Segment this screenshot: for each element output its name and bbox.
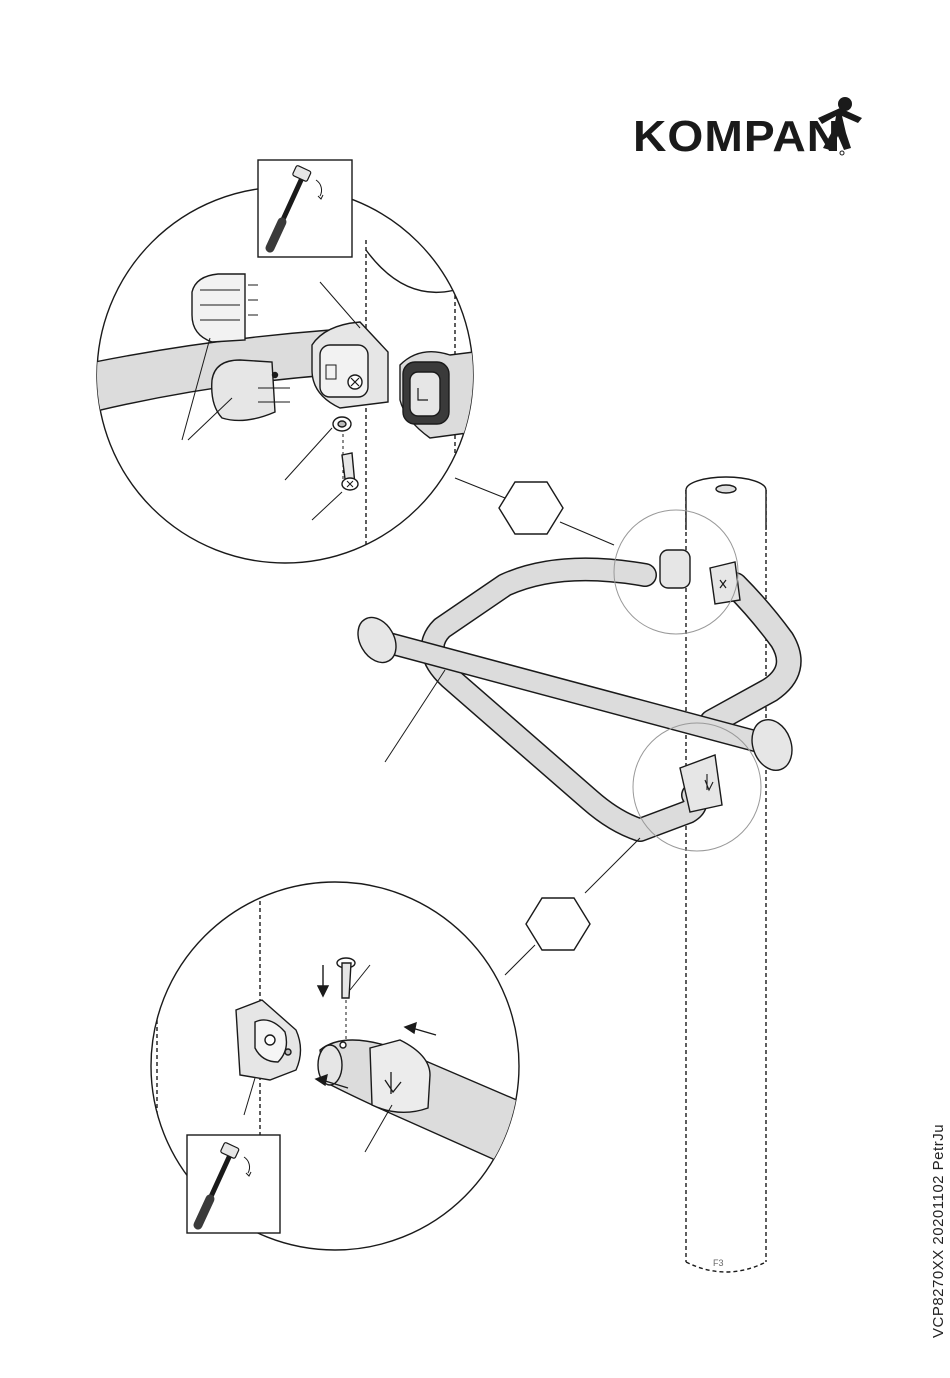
document-reference: VCP8270XX 20201102 PetrJu [930, 1124, 947, 1338]
bar-leader [385, 670, 445, 762]
hexagon-step-badge-lower [526, 898, 590, 950]
kompan-figure-icon [818, 97, 862, 155]
hexagon-step-badge-upper [499, 482, 563, 534]
lower-tool-box [187, 1135, 280, 1233]
bar-end-cap-right [745, 714, 798, 776]
pole-marking: F3 [713, 1258, 724, 1268]
upper-clamp-small [660, 550, 740, 604]
pole-bottom [686, 1262, 766, 1272]
upper-tool-box [258, 160, 352, 257]
bar-end-cap-left [350, 611, 403, 670]
